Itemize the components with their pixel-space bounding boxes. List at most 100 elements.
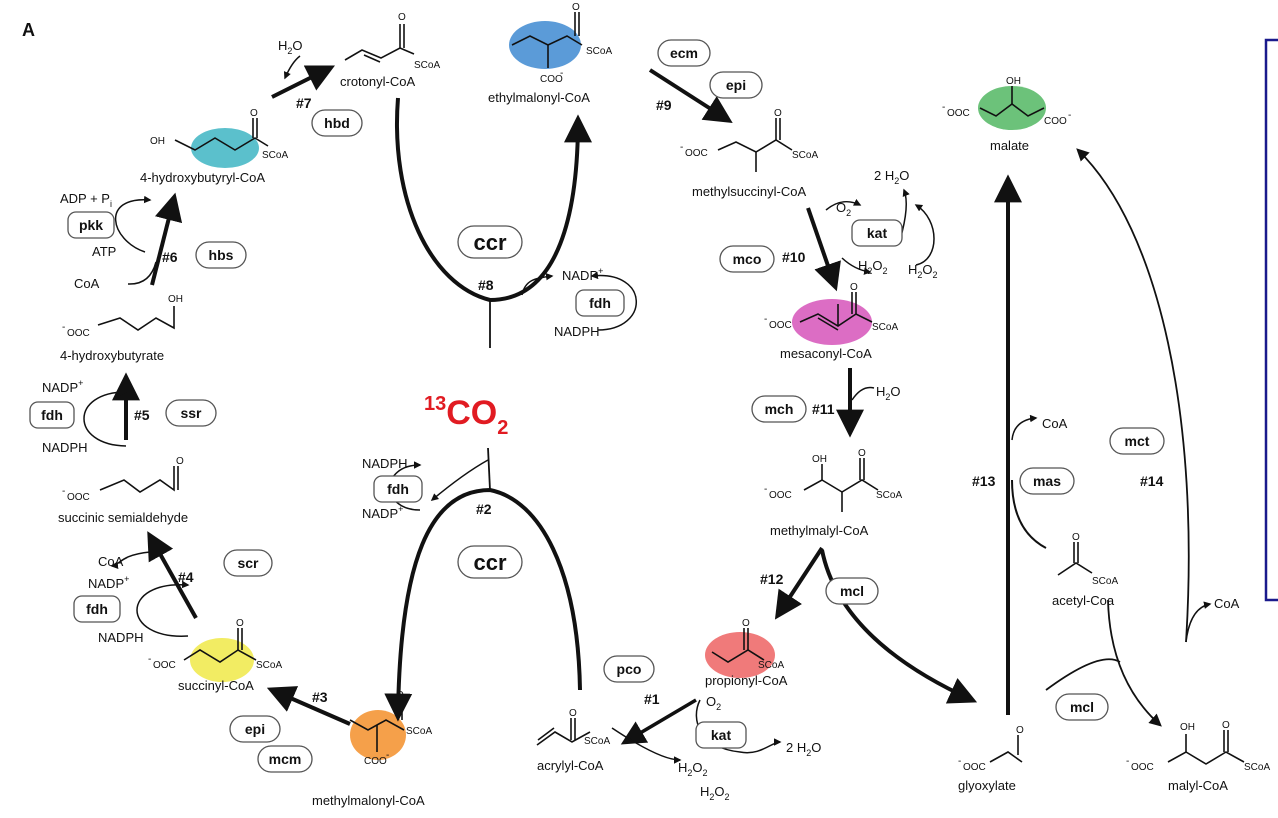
svg-text:O: O — [1016, 725, 1024, 736]
svg-text:NADP+: NADP+ — [88, 574, 129, 591]
svg-text:H2O2: H2O2 — [678, 760, 708, 778]
svg-text:SCoA: SCoA — [758, 660, 784, 671]
svg-text:OOC: OOC — [1131, 762, 1154, 773]
svg-text:CoA: CoA — [74, 276, 100, 291]
enzyme-mco: mco — [733, 251, 762, 267]
svg-text:-: - — [560, 68, 563, 79]
enzyme-mch: mch — [765, 401, 794, 417]
svg-text:2 H2O: 2 H2O — [874, 168, 909, 186]
step-13: #13 — [972, 473, 996, 489]
label-hydroxybutyrate: 4-hydroxybutyrate — [60, 348, 164, 363]
step-4: #4 — [178, 569, 194, 585]
svg-text:O: O — [742, 618, 750, 629]
svg-text:-: - — [958, 756, 961, 767]
svg-text:H2O2: H2O2 — [700, 784, 730, 802]
label-acetyl-coa: acetyl-Coa — [1052, 593, 1115, 608]
svg-text:ADP + Pi: ADP + Pi — [60, 191, 112, 209]
enzyme-mas: mas — [1033, 473, 1061, 489]
svg-text:SCoA: SCoA — [1092, 576, 1118, 587]
enzyme-epi-left: epi — [245, 721, 265, 737]
step-1: #1 — [644, 691, 660, 707]
label-methylmalyl-coa: methylmalyl-CoA — [770, 523, 869, 538]
inset-box-border — [1264, 38, 1278, 602]
svg-text:NADPH: NADPH — [42, 440, 88, 455]
enzyme-fdh-center: fdh — [387, 481, 409, 497]
step-6: #6 — [162, 249, 178, 265]
svg-text:O: O — [858, 448, 866, 459]
svg-text:O: O — [176, 456, 184, 467]
enzyme-fdh-top: fdh — [589, 295, 611, 311]
label-methylmalonyl-coa: methylmalonyl-CoA — [312, 793, 425, 808]
label-succinic-semialdehyde: succinic semialdehyde — [58, 510, 188, 525]
highlight-hydroxybutyryl — [191, 128, 259, 168]
svg-text:O: O — [236, 618, 244, 629]
step-3: #3 — [312, 689, 328, 705]
step-2: #2 — [476, 501, 492, 517]
group-labels: O SCoA O SCoA COO - OH O SCoA OH - OOC O… — [62, 2, 1270, 773]
enzyme-epi-right: epi — [726, 77, 746, 93]
svg-text:SCoA: SCoA — [584, 736, 610, 747]
svg-text:-: - — [62, 322, 65, 333]
svg-text:SCoA: SCoA — [1244, 762, 1270, 773]
svg-text:-: - — [148, 654, 151, 665]
svg-text:NADPH: NADPH — [98, 630, 144, 645]
svg-text:OOC: OOC — [67, 328, 90, 339]
enzyme-labels: hbd pkk hbs fdh ssr scr fdh epi mcm pco … — [41, 45, 1150, 767]
label-propionyl-coa: propionyl-CoA — [705, 673, 788, 688]
label-succinyl-coa: succinyl-CoA — [178, 678, 254, 693]
svg-text:H2O: H2O — [278, 38, 303, 56]
svg-text:SCoA: SCoA — [872, 322, 898, 333]
svg-text:SCoA: SCoA — [876, 490, 902, 501]
svg-text:SCoA: SCoA — [256, 660, 282, 671]
step-9: #9 — [656, 97, 672, 113]
svg-text:OOC: OOC — [947, 108, 970, 119]
svg-text:OH: OH — [812, 454, 827, 465]
step-5: #5 — [134, 407, 150, 423]
svg-text:SCoA: SCoA — [406, 726, 432, 737]
svg-text:NADPH: NADPH — [362, 456, 408, 471]
co2-label: 13CO2 — [424, 393, 508, 439]
svg-text:CoA: CoA — [98, 554, 124, 569]
svg-text:OOC: OOC — [67, 492, 90, 503]
enzyme-mcl-bottom: mcl — [1070, 699, 1094, 715]
svg-text:SCoA: SCoA — [586, 46, 612, 57]
label-malate: malate — [990, 138, 1029, 153]
svg-text:O: O — [398, 12, 406, 23]
svg-text:H2O: H2O — [876, 384, 901, 402]
svg-text:OH: OH — [1180, 722, 1195, 733]
svg-text:O: O — [572, 2, 580, 13]
enzyme-ssr: ssr — [180, 405, 202, 421]
label-crotonyl-coa: crotonyl-CoA — [340, 74, 415, 89]
svg-text:NADP+: NADP+ — [562, 266, 603, 283]
cofactor-arrows — [83, 55, 1212, 764]
step-11: #11 — [812, 401, 835, 417]
svg-text:SCoA: SCoA — [414, 60, 440, 71]
enzyme-ecm: ecm — [670, 45, 698, 61]
enzyme-ccr-bottom: ccr — [473, 550, 506, 575]
svg-text:O: O — [1222, 720, 1230, 731]
svg-text:SCoA: SCoA — [262, 150, 288, 161]
svg-text:-: - — [1126, 756, 1129, 767]
svg-text:OOC: OOC — [153, 660, 176, 671]
enzyme-fdh-left: fdh — [41, 407, 63, 423]
step-8: #8 — [478, 277, 494, 293]
label-hydroxybutyryl-coa: 4-hydroxybutyryl-CoA — [140, 170, 265, 185]
enzyme-kat-bottom: kat — [711, 727, 732, 743]
svg-text:OOC: OOC — [769, 320, 792, 331]
step-7: #7 — [296, 95, 312, 111]
svg-text:O: O — [569, 708, 577, 719]
svg-text:COO: COO — [540, 74, 563, 85]
svg-text:OOC: OOC — [963, 762, 986, 773]
enzyme-pkk: pkk — [79, 217, 103, 233]
label-acrylyl-coa: acrylyl-CoA — [537, 758, 604, 773]
svg-text:2 H2O: 2 H2O — [786, 740, 821, 758]
label-methylsuccinyl-coa: methylsuccinyl-CoA — [692, 184, 806, 199]
cofactor-labels: H2O ADP + Pi ATP CoA NADP+ NADPH CoA NAD… — [42, 38, 1240, 802]
enzyme-fdh-succinyl: fdh — [86, 601, 108, 617]
svg-text:O2: O2 — [836, 200, 851, 218]
svg-text:SCoA: SCoA — [792, 150, 818, 161]
highlight-malate — [978, 86, 1046, 130]
svg-text:CoA: CoA — [1042, 416, 1068, 431]
